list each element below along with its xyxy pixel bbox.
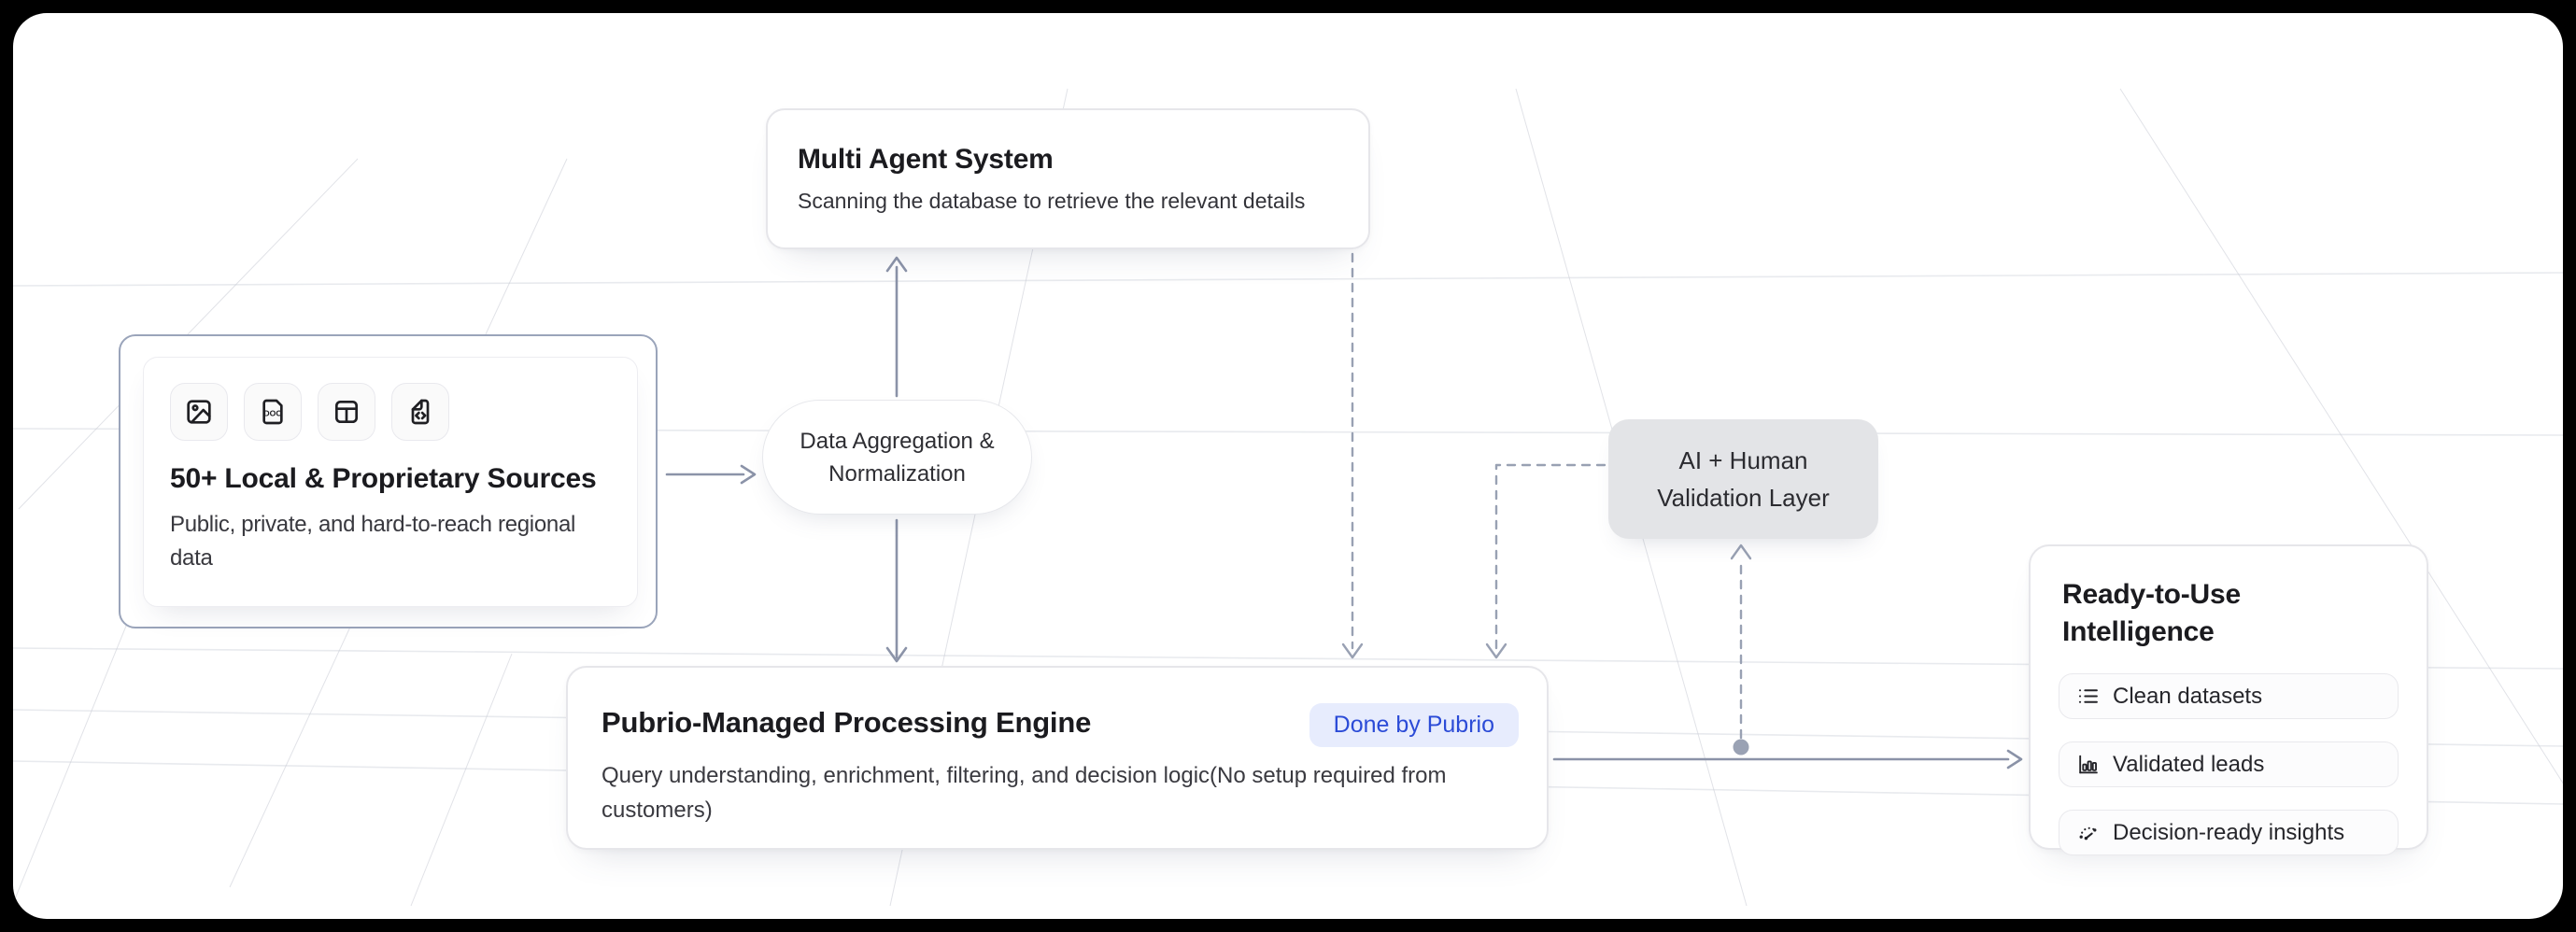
sources-outer-card: DOC [119, 334, 658, 628]
sources-subtitle: Public, private, and hard-to-reach regio… [170, 512, 576, 571]
svg-text:DOC: DOC [263, 409, 282, 418]
doc-file-icon: DOC [244, 383, 302, 441]
dashed-junction-to-validation [1730, 544, 1752, 740]
diagram-canvas: Multi Agent System Scanning the database… [13, 13, 2563, 919]
intelligence-item-validated-leads: Validated leads [2059, 741, 2399, 787]
intelligence-item-label: Decision-ready insights [2113, 819, 2345, 845]
intelligence-card: Ready-to-Use Intelligence Clean datasets… [2029, 544, 2428, 855]
arrow-aggregation-to-multi-agent [885, 256, 908, 398]
multi-agent-system-card: Multi Agent System Scanning the database… [766, 108, 1370, 249]
bar-chart-icon [2079, 755, 2098, 774]
arrow-aggregation-to-engine [885, 518, 908, 663]
intelligence-item-clean-datasets: Clean datasets [2059, 673, 2399, 719]
intelligence-item-label: Validated leads [2113, 751, 2265, 777]
done-by-pubrio-badge: Done by Pubrio [1309, 703, 1519, 747]
intelligence-item-label: Clean datasets [2113, 683, 2263, 709]
list-icon [2078, 689, 2098, 703]
arrow-sources-to-aggregation [665, 464, 757, 485]
validation-layer-label: AI + Human Validation Layer [1657, 446, 1830, 512]
image-icon [170, 383, 228, 441]
multi-agent-subtitle: Scanning the database to retrieve the re… [798, 189, 1306, 213]
gauge-icon [2079, 826, 2097, 840]
sources-title: 50+ Local & Proprietary Sources [170, 463, 597, 494]
dashed-multi-agent-to-engine [1341, 252, 1364, 659]
data-aggregation-node: Data Aggregation & Normalization [762, 400, 1032, 515]
source-icon-row: DOC [170, 383, 611, 441]
code-file-icon [391, 383, 449, 441]
multi-agent-title: Multi Agent System [798, 144, 1054, 175]
intelligence-title: Ready-to-Use Intelligence [2062, 579, 2241, 647]
data-aggregation-label: Data Aggregation & Normalization [800, 428, 995, 487]
intelligence-item-decision-insights: Decision-ready insights [2059, 810, 2399, 855]
junction-dot [1733, 739, 1749, 755]
sources-card: DOC [143, 357, 638, 607]
dashed-validation-to-engine [1485, 463, 1606, 659]
engine-title: Pubrio-Managed Processing Engine [602, 706, 1092, 739]
table-layout-icon [318, 383, 375, 441]
validation-layer-node: AI + Human Validation Layer [1608, 419, 1878, 539]
engine-subtitle: Query understanding, enrichment, filteri… [602, 763, 1447, 823]
processing-engine-card: Pubrio-Managed Processing Engine Done by… [566, 666, 1549, 850]
arrow-engine-to-intelligence [1552, 749, 2023, 770]
